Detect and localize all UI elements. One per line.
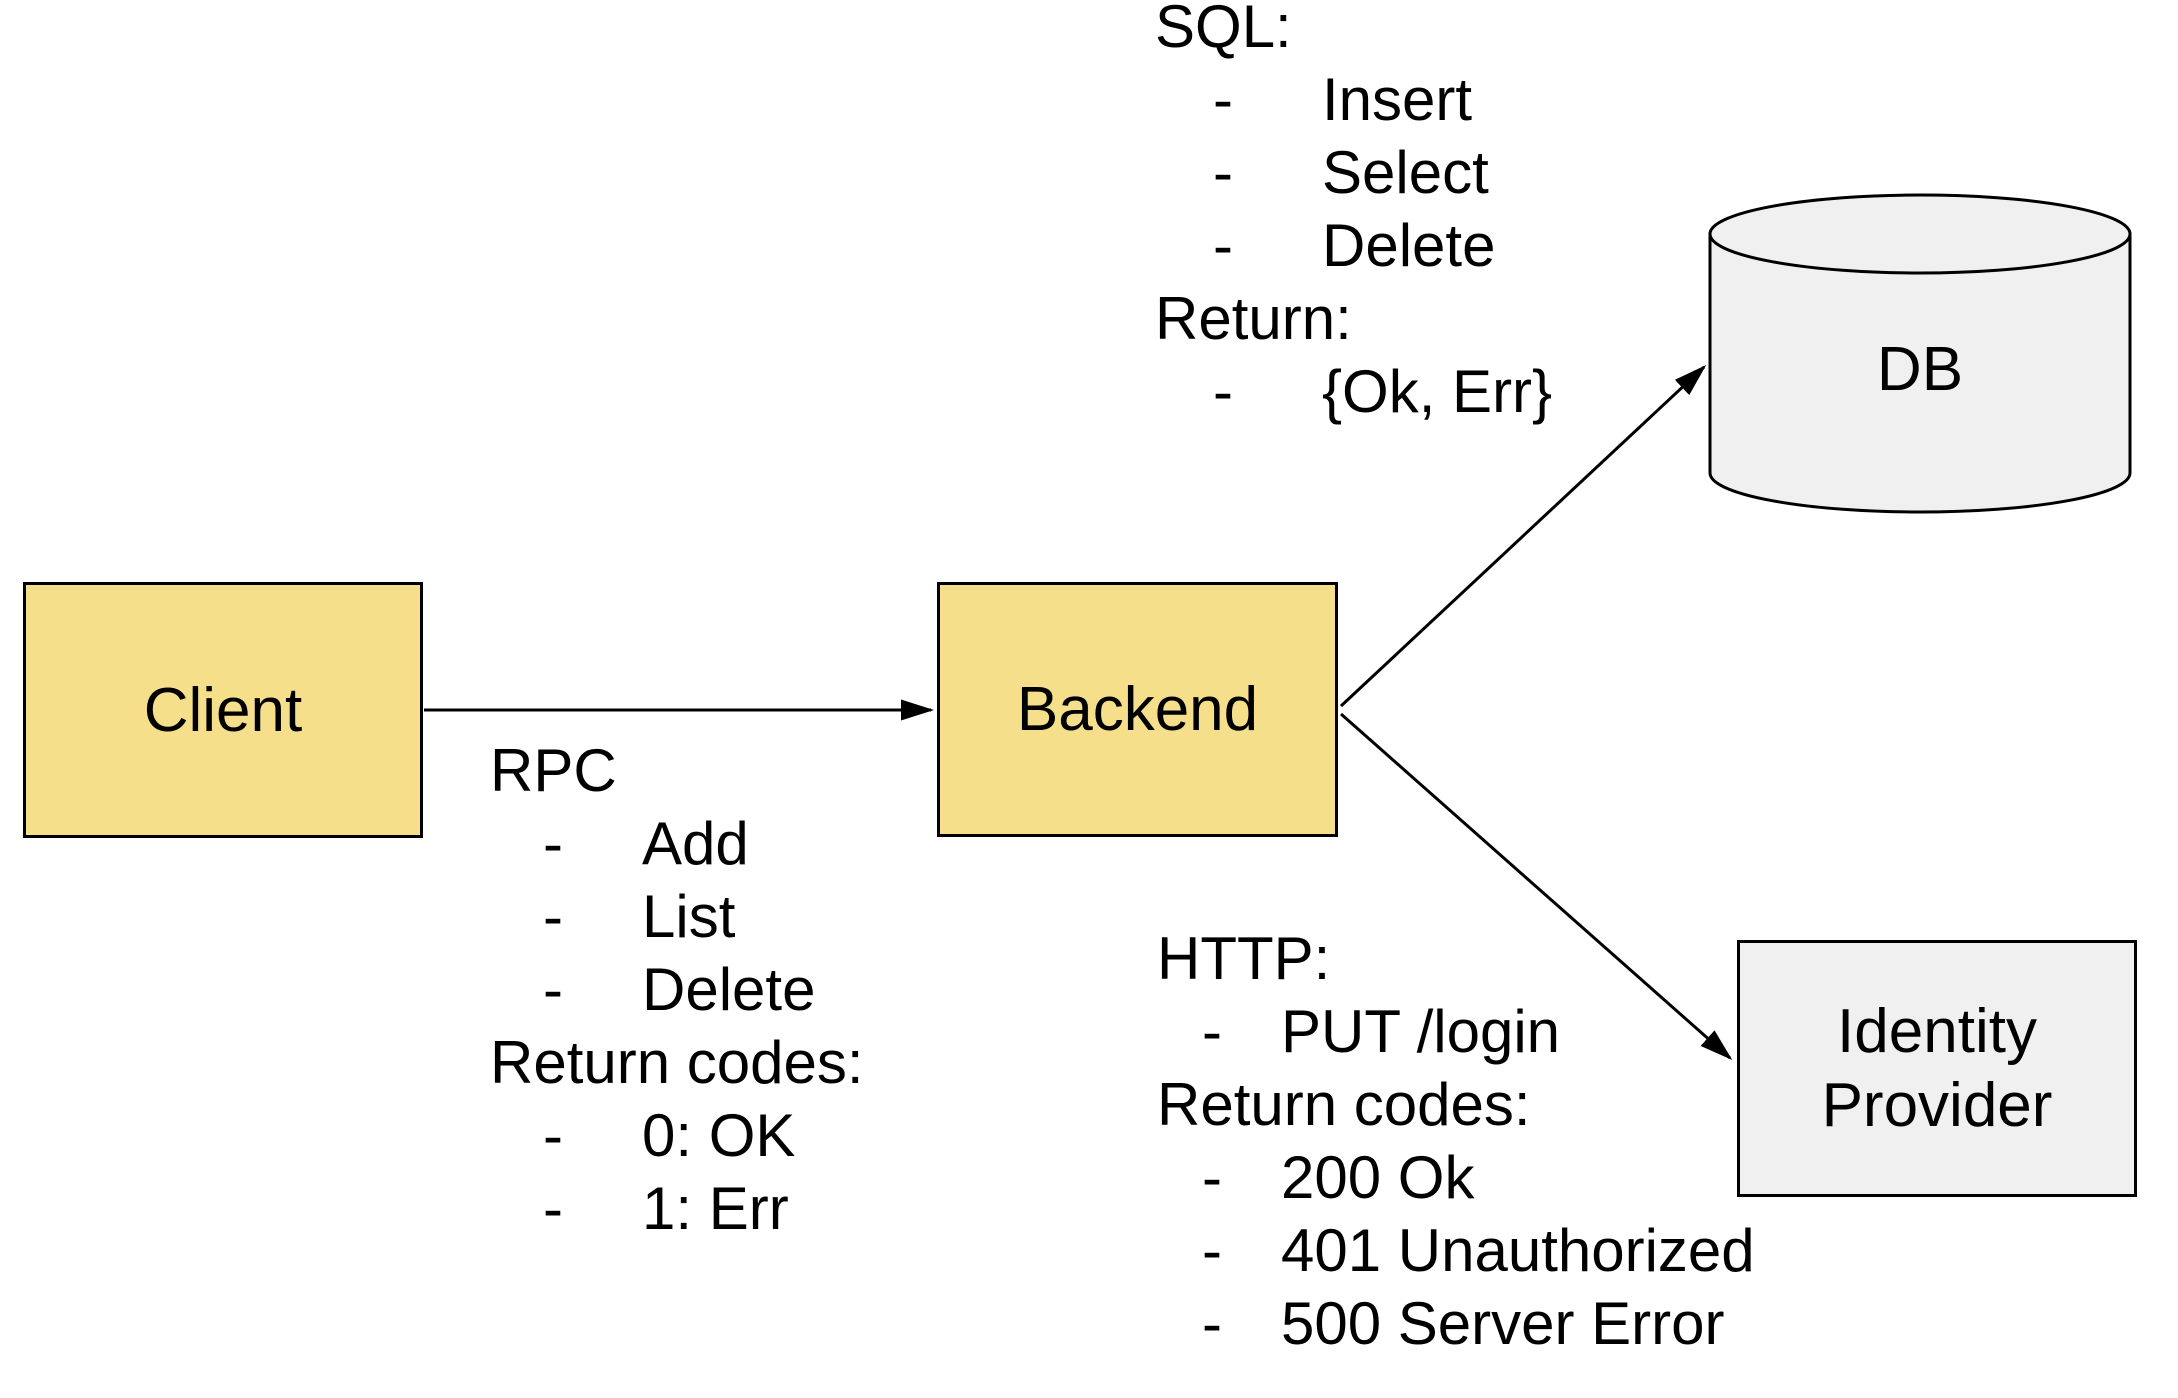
http-return-list: - 200 Ok - 401 Unauthorized - 500 Server…: [1157, 1141, 1755, 1360]
sql-edge-label: SQL: - Insert - Select - Delete Return:: [1155, 0, 1552, 428]
http-call-list: - PUT /login: [1157, 995, 1755, 1068]
bullet-dash: -: [1202, 1290, 1222, 1357]
sql-protocol-title: SQL:: [1155, 0, 1292, 60]
bullet-dash: -: [543, 1175, 563, 1242]
db-cylinder-body: [1708, 232, 2132, 514]
list-item: - 1: Err: [490, 1172, 864, 1245]
bullet-text: 200 Ok: [1281, 1144, 1475, 1211]
bullet-text: 401 Unauthorized: [1281, 1217, 1755, 1284]
bullet-text: {Ok, Err}: [1322, 358, 1553, 425]
rpc-return-title: Return codes:: [490, 1029, 864, 1096]
rpc-edge-label: RPC - Add - List - Delete Return codes:: [490, 734, 864, 1245]
bullet-dash: -: [1202, 998, 1222, 1065]
bullet-dash: -: [1213, 139, 1233, 206]
bullet-text: Add: [642, 810, 749, 877]
list-item: - Delete: [1155, 209, 1552, 282]
list-item: - List: [490, 880, 864, 953]
http-return-title: Return codes:: [1157, 1071, 1531, 1138]
client-node: Client: [23, 582, 423, 838]
list-item: - 0: OK: [490, 1099, 864, 1172]
backend-node: Backend: [937, 582, 1338, 837]
http-edge-label: HTTP: - PUT /login Return codes: - 200 O…: [1157, 922, 1755, 1360]
list-item: - Add: [490, 807, 864, 880]
bullet-text: 1: Err: [642, 1175, 789, 1242]
bullet-text: PUT /login: [1281, 998, 1561, 1065]
bullet-text: List: [642, 883, 736, 950]
list-item: - Delete: [490, 953, 864, 1026]
bullet-dash: -: [1202, 1144, 1222, 1211]
list-item: - 200 Ok: [1157, 1141, 1755, 1214]
bullet-dash: -: [543, 810, 563, 877]
rpc-return-list: - 0: OK - 1: Err: [490, 1099, 864, 1245]
bullet-text: 0: OK: [642, 1102, 796, 1169]
db-cylinder-top: [1708, 193, 2132, 275]
rpc-call-list: - Add - List - Delete: [490, 807, 864, 1026]
edge-backend-db: [1339, 364, 1707, 708]
list-item: - Select: [1155, 136, 1552, 209]
sql-return-list: - {Ok, Err}: [1155, 355, 1552, 428]
bullet-text: Delete: [1322, 212, 1496, 279]
sql-call-list: - Insert - Select - Delete: [1155, 63, 1552, 282]
bullet-text: 500 Server Error: [1281, 1290, 1725, 1357]
list-item: - {Ok, Err}: [1155, 355, 1552, 428]
db-label: DB: [1876, 335, 1964, 404]
backend-label: Backend: [1016, 675, 1259, 744]
bullet-dash: -: [1213, 212, 1233, 279]
list-item: - 401 Unauthorized: [1157, 1214, 1755, 1287]
list-item: - PUT /login: [1157, 995, 1755, 1068]
bullet-dash: -: [543, 956, 563, 1023]
bullet-dash: -: [1202, 1217, 1222, 1284]
identity-provider-label: Identity Provider: [1821, 996, 2053, 1140]
bullet-dash: -: [543, 1102, 563, 1169]
client-label: Client: [143, 675, 303, 745]
bullet-dash: -: [1213, 358, 1233, 425]
sql-return-title: Return:: [1155, 285, 1352, 352]
db-node: [1708, 193, 2132, 514]
bullet-dash: -: [543, 883, 563, 950]
bullet-text: Select: [1322, 139, 1489, 206]
list-item: - 500 Server Error: [1157, 1287, 1755, 1360]
edge-backend-idp: [1340, 712, 1733, 1060]
rpc-protocol-title: RPC: [490, 737, 617, 804]
list-item: - Insert: [1155, 63, 1552, 136]
http-protocol-title: HTTP:: [1157, 925, 1331, 992]
identity-provider-node: Identity Provider: [1737, 940, 2137, 1197]
bullet-text: Insert: [1322, 66, 1473, 133]
bullet-dash: -: [1213, 66, 1233, 133]
bullet-text: Delete: [642, 956, 816, 1023]
